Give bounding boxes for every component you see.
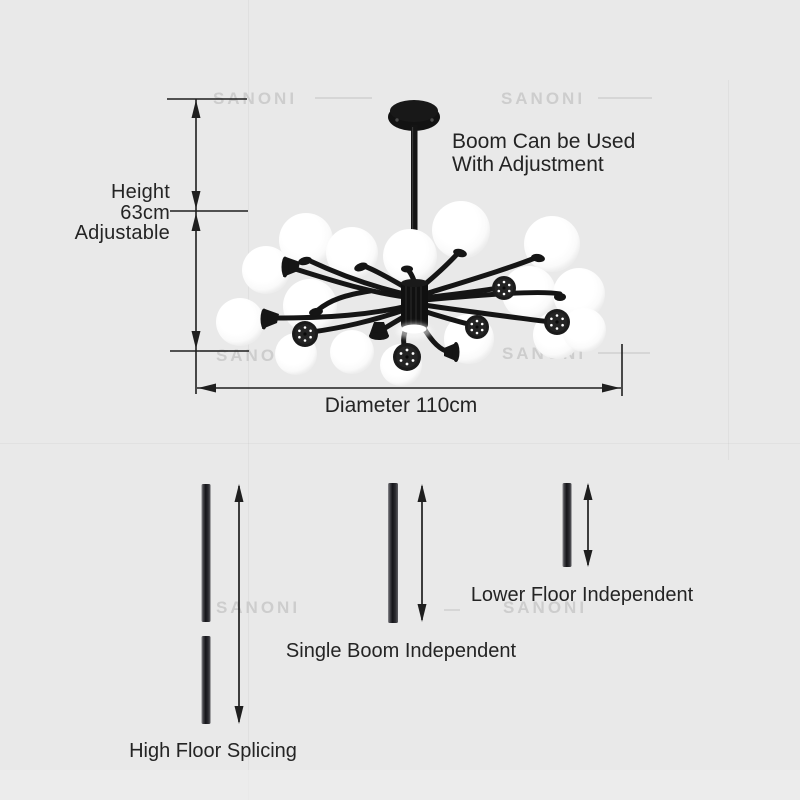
background-strip [0, 770, 800, 800]
diameter-label: Diameter 110cm [324, 394, 478, 417]
height-label-line1: Height [110, 181, 170, 203]
high-floor-splicing-label: High Floor Splicing [129, 740, 297, 762]
arrowhead-right [602, 383, 620, 393]
socket-cups [260, 248, 566, 362]
arrowhead-up [191, 213, 201, 231]
glass-ball [553, 268, 605, 320]
socket-discs [292, 276, 570, 371]
rod-segment [562, 483, 572, 567]
glass-ball [216, 298, 264, 346]
ball-saucer [554, 293, 566, 301]
glass-ball [330, 330, 374, 374]
single-boom-independent-label: Single Boom Independent [285, 640, 517, 662]
arrowhead-left [198, 383, 216, 393]
glass-ball [279, 213, 333, 267]
double-arrow [234, 484, 244, 724]
ball-saucer [531, 253, 545, 263]
rod-single-boom-graphic [388, 483, 427, 623]
watermark: SANONI [215, 598, 301, 617]
diameter-dimension [197, 344, 623, 396]
glass-ball [432, 201, 490, 259]
ball-saucer [401, 265, 413, 273]
rod-high-floor-graphic [201, 484, 244, 724]
rod-segment-lower [201, 636, 211, 724]
watermark-dash [315, 97, 372, 99]
watermark: SANONI [212, 89, 298, 108]
watermark-dash [444, 609, 460, 611]
height-dimension [167, 98, 249, 394]
watermark: SANONI [502, 598, 588, 617]
ball-saucer [298, 256, 312, 266]
glass-ball [524, 216, 580, 272]
glass-balls [216, 201, 606, 386]
hub-downlight [396, 323, 432, 339]
watermark: SANONI [500, 89, 586, 108]
ball-saucer [354, 262, 368, 272]
rod-lower-floor-graphic [562, 483, 593, 567]
socket-disc [465, 315, 489, 339]
socket-disc [292, 321, 318, 347]
arrowhead-down [191, 191, 201, 209]
boom-note-line1: Boom Can be Used [452, 130, 636, 153]
ceiling-canopy [388, 100, 440, 131]
height-value: 63cm [120, 201, 170, 224]
arrowhead-down [191, 331, 201, 349]
rod-segment [388, 483, 398, 623]
chandelier-graphic [216, 100, 606, 386]
socket-disc [393, 343, 421, 371]
watermark-dash [598, 97, 652, 99]
boom-note-line2: With Adjustment [452, 152, 604, 176]
center-hub [401, 279, 428, 328]
canopy-screw [395, 118, 399, 122]
double-arrow [583, 483, 593, 567]
lower-floor-independent-label: Lower Floor Independent [470, 584, 694, 606]
ball-saucer [453, 248, 467, 258]
socket-disc [492, 276, 516, 300]
double-arrow [417, 484, 427, 622]
boom-note: Boom Can be Used With Adjustment [452, 130, 636, 176]
glass-ball [562, 308, 606, 352]
glass-ball [242, 246, 290, 294]
ball-saucer [309, 307, 323, 317]
watermark-dash [598, 352, 650, 354]
height-label-line3: Adjustable [74, 222, 170, 244]
glass-ball [383, 229, 437, 283]
rod-segment-upper [201, 484, 211, 622]
arrowhead-up [191, 100, 201, 118]
canopy-screw [430, 118, 434, 122]
height-label: Height 63cm Adjustable [30, 182, 170, 244]
socket-disc [544, 309, 570, 335]
